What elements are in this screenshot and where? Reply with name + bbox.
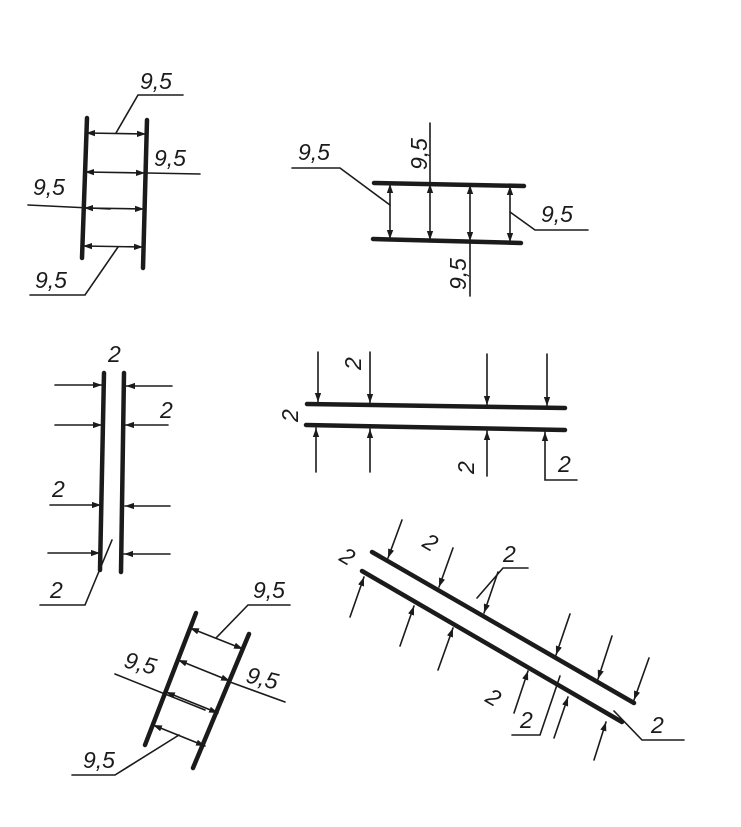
- figure-inclined-9-5: 9,5 9,5 9,5 9,5: [71, 577, 291, 776]
- dim-label: 2: [519, 707, 533, 733]
- figure-inclined-2: 2 2 2 2 2 2: [335, 519, 685, 761]
- dim-label: 2: [418, 527, 443, 557]
- dim-label: 2: [481, 682, 506, 712]
- dim-label: 2: [49, 577, 63, 603]
- dim-label: 9,5: [541, 201, 573, 227]
- dim-label: 9,5: [140, 68, 172, 94]
- figure-vertical-2: 2 2 2 2: [39, 341, 173, 606]
- dim-label: 2: [335, 541, 360, 571]
- dim-label: 9,5: [35, 267, 67, 293]
- dim-label: 2: [453, 461, 479, 475]
- dim-label: 9,5: [33, 174, 65, 200]
- dim-label: 9,5: [298, 139, 330, 165]
- dim-label: 2: [557, 451, 571, 477]
- dim-label: 2: [159, 397, 173, 423]
- figure-horizontal-2: 2 2 2 2: [277, 351, 578, 481]
- dim-label: 9,5: [253, 577, 285, 603]
- figure-vertical-9-5: 9,5 9,5 9,5 9,5: [27, 68, 201, 296]
- dim-label: 9,5: [406, 138, 432, 170]
- dim-label: 9,5: [154, 145, 186, 171]
- dim-label: 9,5: [122, 647, 160, 680]
- dim-label: 9,5: [83, 747, 115, 773]
- dim-label: 2: [340, 357, 366, 371]
- dim-label: 2: [650, 712, 664, 738]
- dim-label: 2: [107, 341, 121, 367]
- dim-label: 2: [502, 541, 516, 567]
- dim-label: 2: [51, 476, 65, 502]
- dim-label: 2: [277, 409, 303, 423]
- dim-label: 9,5: [445, 258, 471, 290]
- figure-horizontal-9-5: 9,5 9,5 9,5 9,5: [291, 122, 589, 297]
